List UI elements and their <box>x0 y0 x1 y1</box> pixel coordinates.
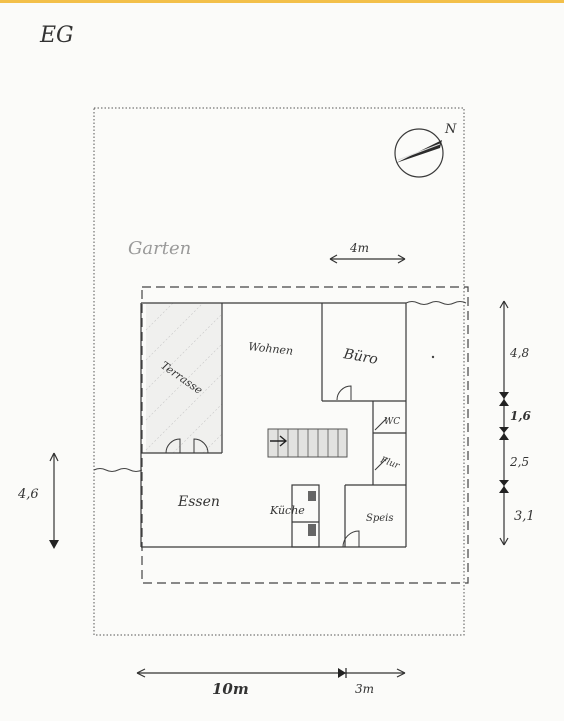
terrace-hatch <box>145 302 223 454</box>
scale-top-label: 4m <box>349 241 369 255</box>
staircase <box>267 428 348 458</box>
kitchen-fixtures <box>308 491 316 536</box>
garden-label: Garten <box>128 238 191 259</box>
top-accent-bar <box>0 0 564 3</box>
room-label-flur: Flur <box>378 455 401 472</box>
building-outline <box>141 286 469 584</box>
room-label-wc: WC <box>384 417 400 427</box>
dim-right-3: 2,5 <box>509 455 529 469</box>
dim-left-label: 4,6 <box>17 487 39 502</box>
room-label-speis: Speis <box>366 513 394 524</box>
room-label-essen: Essen <box>177 494 220 510</box>
dimension-chain-right: 4,8 1,6 2,5 3,1 <box>499 300 535 546</box>
property-boundary <box>93 107 465 636</box>
walls <box>140 302 407 548</box>
room-label-buero: Büro <box>341 346 379 368</box>
doors <box>165 385 388 548</box>
dimension-left: 4,6 <box>17 452 59 549</box>
point-marker <box>431 355 435 359</box>
wall-extension-left <box>93 468 143 472</box>
room-label-wohnen: Wohnen <box>248 340 294 358</box>
dimension-bottom: 10m 3m <box>136 668 406 698</box>
dim-bottom-side-label: 3m <box>355 682 374 696</box>
scale-top: 4m <box>329 241 406 264</box>
north-arrow: N <box>394 122 457 178</box>
dim-right-4: 3,1 <box>514 509 535 524</box>
plan-title: EG <box>39 23 74 48</box>
wall-extension-right <box>405 301 467 305</box>
room-label-kueche: Küche <box>269 504 305 517</box>
dim-right-2: 1,6 <box>510 409 532 423</box>
dim-right-1: 4,8 <box>509 346 529 360</box>
dim-bottom-main-label: 10m <box>212 680 249 698</box>
north-label: N <box>444 122 457 137</box>
